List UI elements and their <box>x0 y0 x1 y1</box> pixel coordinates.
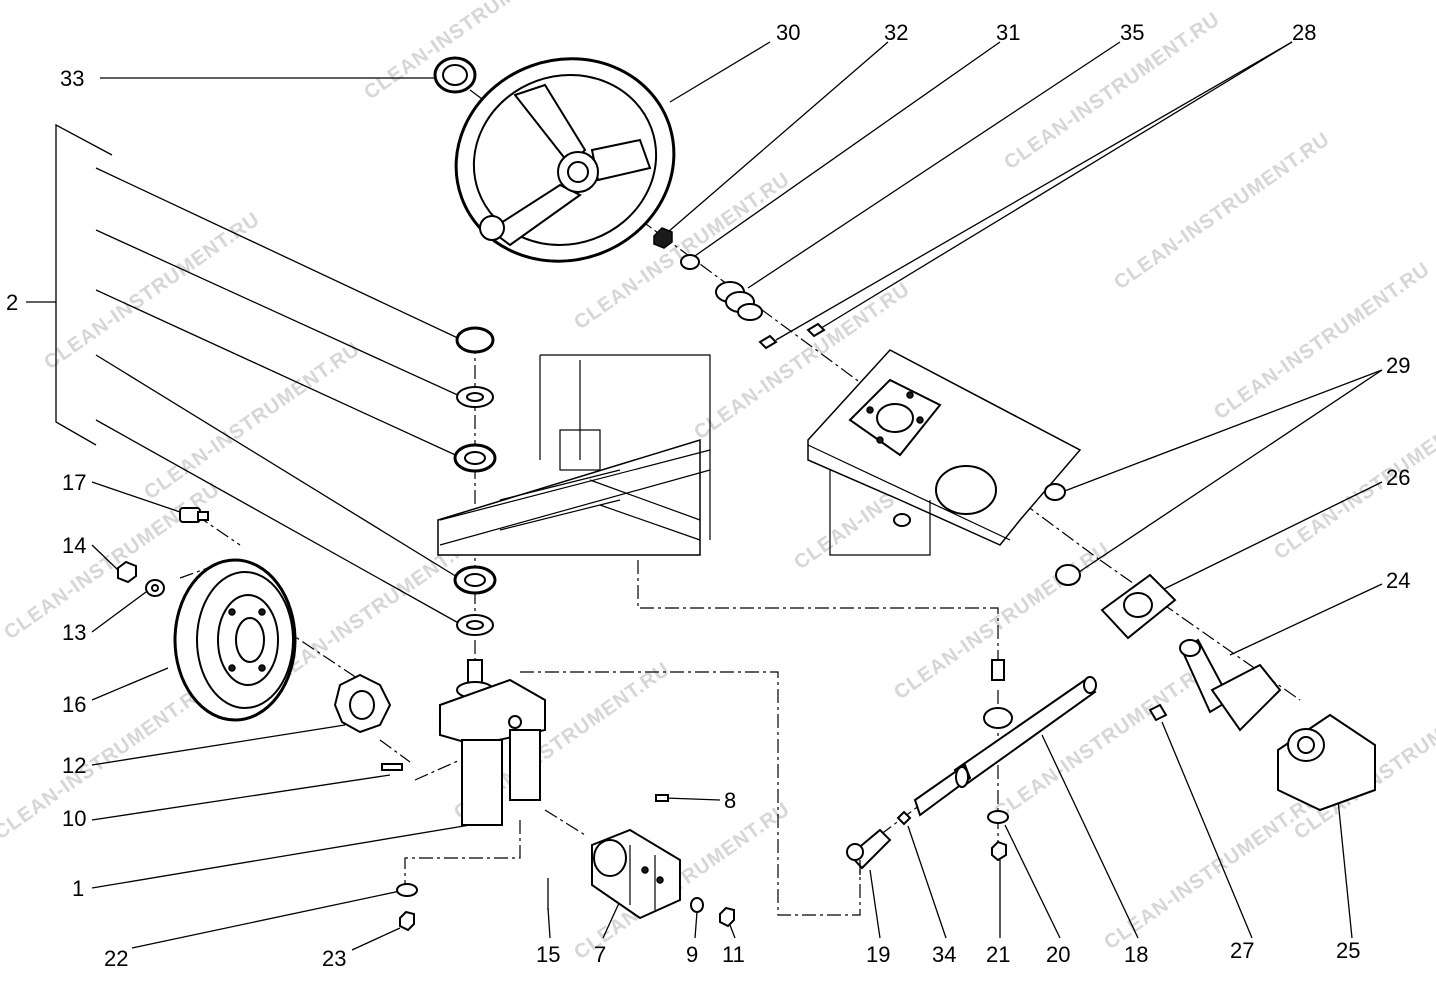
wheel <box>173 558 297 722</box>
callout-34: 34 <box>932 942 956 967</box>
callout-13: 13 <box>62 620 86 645</box>
callout-16: 16 <box>62 692 86 717</box>
callout-12: 12 <box>62 753 86 778</box>
callout-23: 23 <box>322 946 346 971</box>
callout-7: 7 <box>594 942 606 967</box>
steering-valve-assembly <box>1044 483 1376 812</box>
callout-14: 14 <box>62 533 86 558</box>
callout-19: 19 <box>866 942 890 967</box>
callout-30: 30 <box>776 20 800 45</box>
callout-35: 35 <box>1120 20 1144 45</box>
watermark: CLEAN-INSTRUMENT.RU <box>140 338 364 504</box>
callout-18: 18 <box>1124 942 1148 967</box>
callout-11: 11 <box>722 942 745 967</box>
watermark: CLEAN-INSTRUMENT.RU <box>1270 398 1436 564</box>
leader-lines <box>91 41 1383 951</box>
callout-10: 10 <box>62 806 86 831</box>
caster-fork <box>439 659 546 826</box>
steering-cylinder <box>846 659 1097 875</box>
callout-32: 32 <box>884 20 908 45</box>
callout-31: 31 <box>996 20 1020 45</box>
callout-26: 26 <box>1386 465 1410 490</box>
horn-cap <box>433 56 477 94</box>
callout-25: 25 <box>1336 938 1360 963</box>
watermark: CLEAN-INSTRUMENT.RU <box>1000 8 1224 174</box>
watermark-layer: CLEAN-INSTRUMENT.RU CLEAN-INSTRUMENT.RU … <box>0 0 1436 964</box>
hydraulic-motor <box>547 794 735 928</box>
steering-column-support <box>807 349 1082 556</box>
chassis-frame <box>437 354 711 556</box>
watermark: CLEAN-INSTRUMENT.RU <box>1110 128 1334 294</box>
watermark: CLEAN-INSTRUMENT.RU <box>1210 258 1434 424</box>
callout-27: 27 <box>1230 938 1254 963</box>
spring-35 <box>715 281 763 321</box>
callout-28: 28 <box>1292 20 1316 45</box>
left-small-parts <box>117 507 403 771</box>
callout-21: 21 <box>986 942 1010 967</box>
watermark: CLEAN-INSTRUMENT.RU <box>0 678 214 844</box>
bracket-2 <box>26 123 113 446</box>
callout-17: 17 <box>62 470 86 495</box>
hub-flange <box>333 673 392 734</box>
column-small-parts <box>653 227 826 350</box>
callout-1: 1 <box>72 876 84 901</box>
callout-29: 29 <box>1386 353 1410 378</box>
bottom-fasteners <box>396 883 418 932</box>
callout-22: 22 <box>104 946 128 971</box>
callout-24: 24 <box>1386 568 1410 593</box>
steering-wheel <box>454 57 676 263</box>
callout-20: 20 <box>1046 942 1070 967</box>
callout-8: 8 <box>724 788 736 813</box>
callout-9: 9 <box>686 942 698 967</box>
kingpin-bearing-stack <box>453 326 497 636</box>
callout-15: 15 <box>536 942 560 967</box>
callout-2: 2 <box>6 290 18 315</box>
callout-33: 33 <box>60 66 84 91</box>
callout-labels: 33 30 32 31 35 28 2 29 26 17 14 24 13 16… <box>6 20 1410 971</box>
